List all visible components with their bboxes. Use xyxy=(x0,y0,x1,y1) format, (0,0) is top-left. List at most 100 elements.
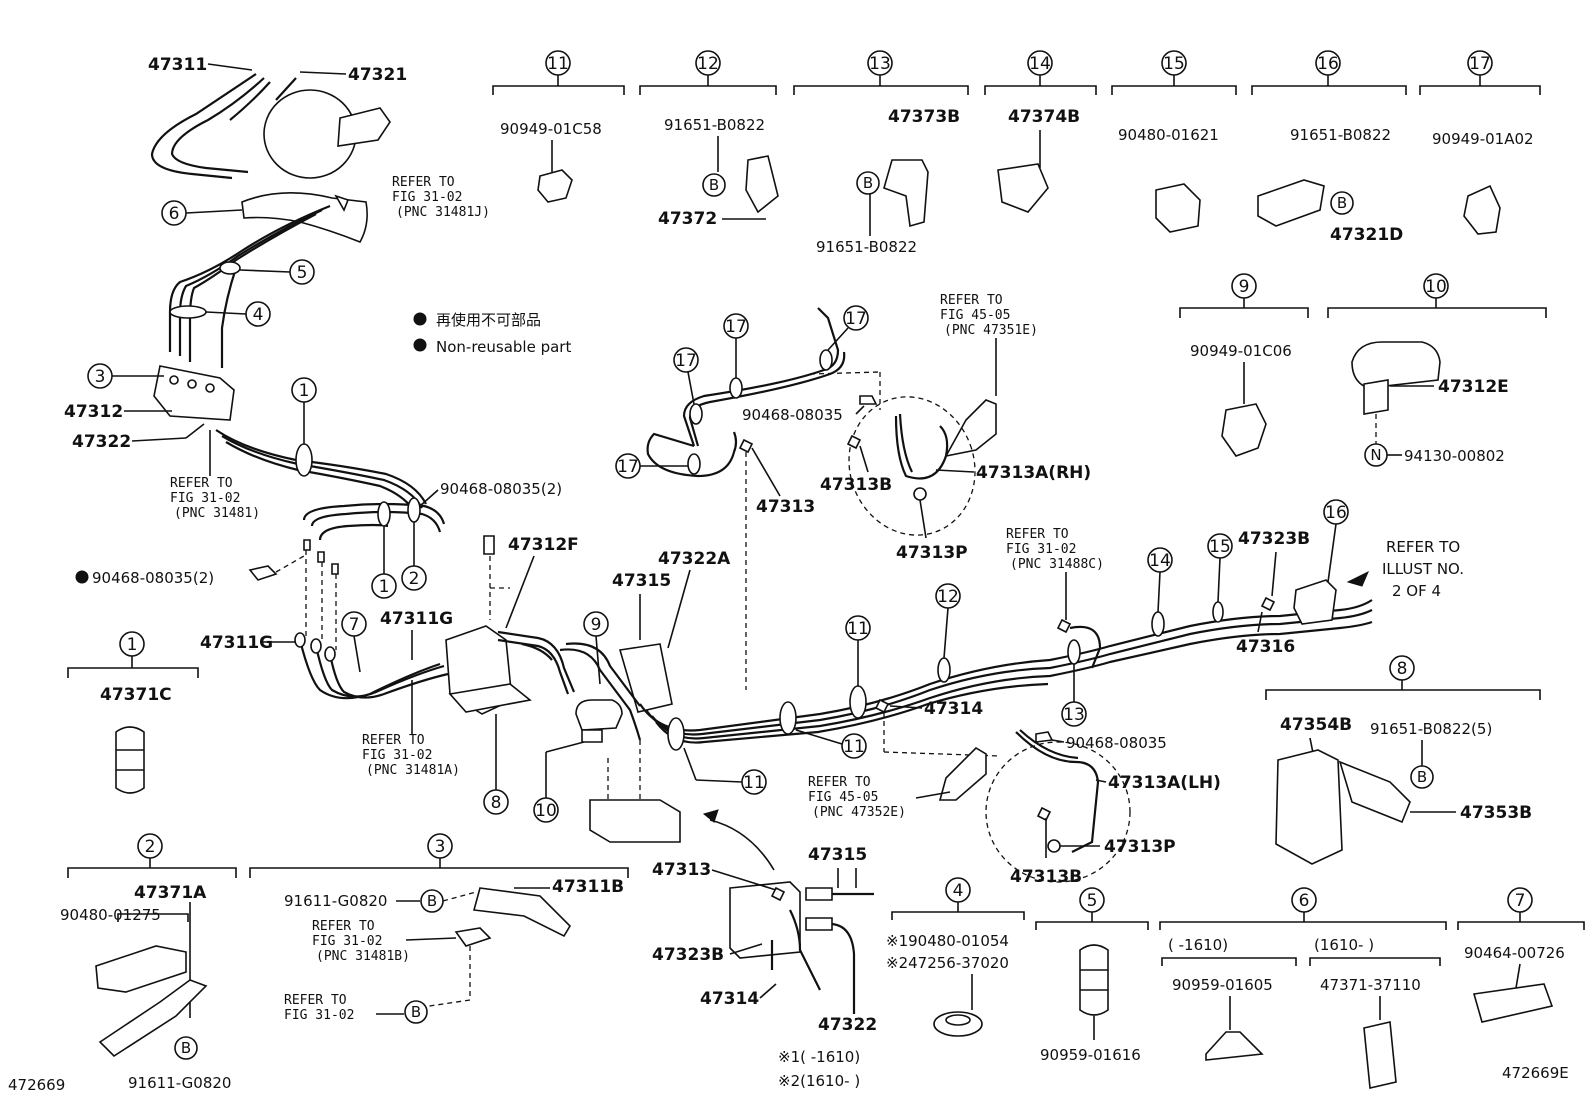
callout-circle xyxy=(615,453,641,479)
clip xyxy=(248,565,278,581)
ref-note-line: FIG 45-05 xyxy=(940,308,1010,323)
callout-circle xyxy=(1079,887,1105,913)
callout-circle xyxy=(533,797,559,823)
cushion-10 xyxy=(575,699,623,731)
b-marker xyxy=(702,173,726,197)
section-number: 1 xyxy=(127,635,138,655)
section-number: 9 xyxy=(1239,277,1250,297)
section-10: 10 47312E N 94130-00802 xyxy=(1327,273,1547,467)
part-number: 90464-00726 xyxy=(1464,944,1565,962)
section-16: 16 91651-B0822 B 47321D xyxy=(1251,50,1407,245)
clamp xyxy=(1067,639,1081,665)
part-number: 91651-B0822 xyxy=(816,238,917,256)
front-brake-lines: 1 1 2 90468-08035(2) 90468-08035(2) xyxy=(75,377,562,650)
part-47313P-label: 47313P xyxy=(896,543,968,563)
part-47313-label: 47313 xyxy=(652,860,711,880)
section-12: 12 91651-B0822 B 47372 xyxy=(639,50,779,229)
left-line-bundle: 5 4 xyxy=(168,204,331,368)
part-47313A-lh-label: 47313A(LH) xyxy=(1108,773,1221,793)
ref-note-line: FIG 45-05 xyxy=(808,790,878,805)
front-hose-area: 47311G 7 47311G REFER TO FIG 31-02 (PNC … xyxy=(200,535,579,815)
part-number: 90959-01616 xyxy=(1040,1046,1141,1064)
part-47315-label: 47315 xyxy=(612,571,671,591)
part-number: 94130-00802 xyxy=(1404,447,1505,465)
n-letter: N xyxy=(1370,446,1381,464)
legend-jp: 再使用不可部品 xyxy=(436,311,541,329)
callout-circle xyxy=(1389,655,1415,681)
b-letter: B xyxy=(863,174,873,192)
part-number: 90959-01605 xyxy=(1172,976,1273,994)
callout-circle xyxy=(1507,887,1533,913)
part-number: ※190480-01054 xyxy=(886,932,1009,950)
part-number: ※247256-37020 xyxy=(886,954,1009,972)
ref-note-line: REFER TO xyxy=(362,733,425,748)
ref-note-line: REFER TO xyxy=(170,476,233,491)
callout-15: 15 xyxy=(1209,537,1231,557)
callout-circle xyxy=(845,615,871,641)
part-number: 47353B xyxy=(1460,803,1532,823)
clamp-part xyxy=(1155,183,1201,233)
callout-17: 17 xyxy=(845,309,867,329)
part-47311G-label: 47311G xyxy=(380,609,453,629)
part-47316-label: 47316 xyxy=(1236,637,1295,657)
clamp xyxy=(407,497,421,523)
ref-note-line: FIG 31-02 xyxy=(170,491,240,506)
proportioning-valve-area: 3 47312 47322 REFER TO FIG 31-02 (PNC 31… xyxy=(64,363,260,521)
clamp xyxy=(819,349,833,371)
part-number: 91651-B0822 xyxy=(664,116,765,134)
section-number: 4 xyxy=(953,881,964,901)
part-number: 90949-01C58 xyxy=(500,120,602,138)
clamp-part xyxy=(997,163,1049,213)
callout-11: 11 xyxy=(847,619,869,639)
clip-47312F xyxy=(483,535,495,555)
illust-id-right: 472669E xyxy=(1502,1064,1569,1082)
ref-note-line: REFER TO xyxy=(392,175,455,190)
bracket-part xyxy=(1363,379,1389,415)
callout-circle xyxy=(1423,273,1449,299)
master-cylinder xyxy=(337,107,391,147)
clamp-part xyxy=(1257,179,1325,227)
part-47322-label: 47322 xyxy=(72,432,131,452)
section-number: 2 xyxy=(145,837,156,857)
part-47322A-label: 47322A xyxy=(658,549,731,569)
bracket-part xyxy=(1275,749,1343,865)
part-number: 47321D xyxy=(1330,225,1403,245)
legend-en: Non-reusable part xyxy=(436,338,571,356)
callout-13: 13 xyxy=(1063,705,1085,725)
section-number: 5 xyxy=(1087,891,1098,911)
part-90468-label: 90468-08035(2) xyxy=(92,569,214,587)
part-number: 47371A xyxy=(134,883,207,903)
detail-block xyxy=(729,881,801,959)
section-6: 6 ( -1610) (1610- ) 90959-01605 47371-37… xyxy=(1159,887,1447,1089)
ref-note-line: (PNC 47351E) xyxy=(944,323,1038,338)
part-47315-label: 47315 xyxy=(808,845,867,865)
ref-note-line: (PNC 47352E) xyxy=(812,805,906,820)
part-47313-label: 47313 xyxy=(756,497,815,517)
part-number: 91651-B0822 xyxy=(1290,126,1391,144)
section-number: 16 xyxy=(1317,54,1339,74)
fitting xyxy=(334,194,350,212)
ref-note-line: FIG 31-02 xyxy=(362,748,432,763)
section-number: 12 xyxy=(697,54,719,74)
section-number: 3 xyxy=(435,837,446,857)
ref-note-line: FIG 31-02 xyxy=(1006,542,1076,557)
callout-circle xyxy=(1147,547,1173,573)
section-number: 15 xyxy=(1163,54,1185,74)
callout-circle xyxy=(741,769,767,795)
callout-14: 14 xyxy=(1149,551,1171,571)
clip-part xyxy=(1363,1021,1397,1089)
b-letter: B xyxy=(1337,194,1347,212)
bracket-part xyxy=(98,979,208,1058)
section-9: 9 90949-01C06 xyxy=(1179,273,1309,457)
clamp xyxy=(687,453,701,475)
clamp-part xyxy=(1079,944,1109,1016)
section-2: 2 47371A 90480-01275 B 91611-G0820 xyxy=(60,833,237,1092)
section-number: 7 xyxy=(1515,891,1526,911)
bracket-part xyxy=(472,887,572,938)
ref-note-line: REFER TO xyxy=(940,293,1003,308)
part-47323B-label: 47323B xyxy=(1238,529,1310,549)
callout-circle xyxy=(841,733,867,759)
footnote-1: ※1( -1610) xyxy=(778,1048,860,1066)
ref-note-line: (PNC 31488C) xyxy=(1010,557,1104,572)
part-number: 91651-B0822(5) xyxy=(1370,720,1492,738)
